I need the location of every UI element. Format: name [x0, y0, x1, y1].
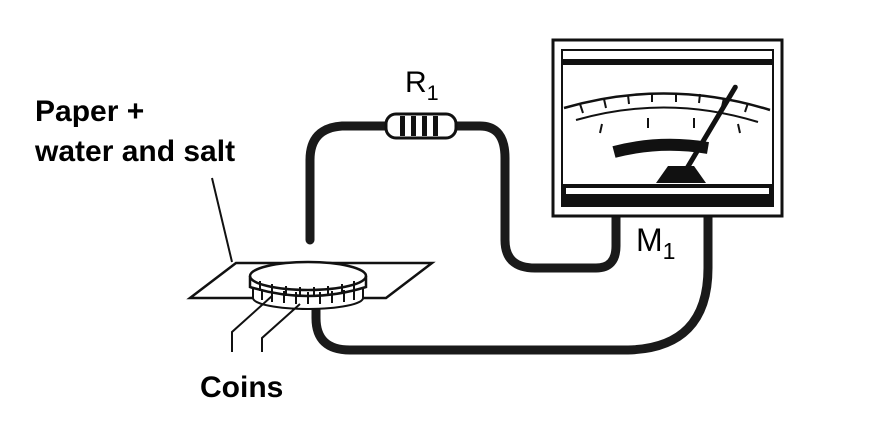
wire-resistor-to-meter	[450, 121, 621, 273]
meter-bottom-band	[562, 184, 773, 206]
wire-meter-to-coins	[311, 207, 713, 355]
paper-label-line1: Paper +	[35, 95, 145, 128]
resistor-band	[400, 116, 405, 136]
meter-scale-band	[612, 138, 709, 158]
resistor-label-main: R	[405, 66, 427, 99]
resistor	[384, 112, 458, 140]
resistor-label: R1	[405, 66, 439, 105]
meter-label-sub: 1	[662, 238, 676, 265]
top-coin	[248, 260, 368, 292]
coins-label: Coins	[200, 371, 284, 404]
meter-top-band	[562, 59, 773, 65]
meter-ticks	[579, 93, 749, 134]
resistor-label-sub: 1	[426, 79, 439, 105]
coins-pointer-line	[261, 303, 301, 352]
coins-pointer-line	[231, 295, 273, 352]
resistor-band	[422, 116, 427, 136]
paper-pointer-line	[211, 177, 233, 263]
paper-label: Paper + water and salt	[35, 92, 235, 172]
meter-label-main: M	[636, 222, 663, 258]
meter-scale-arc-inner	[575, 106, 759, 123]
resistor-band	[433, 116, 438, 136]
coins-stack	[248, 260, 368, 310]
meter-needle	[677, 84, 738, 183]
paper-label-line2: water and salt	[35, 135, 236, 168]
meter-scale-arc	[563, 92, 771, 112]
meter-label: M1	[636, 222, 676, 265]
meter	[551, 38, 784, 218]
resistor-band	[411, 116, 416, 136]
wire-coin-to-resistor	[305, 121, 393, 245]
